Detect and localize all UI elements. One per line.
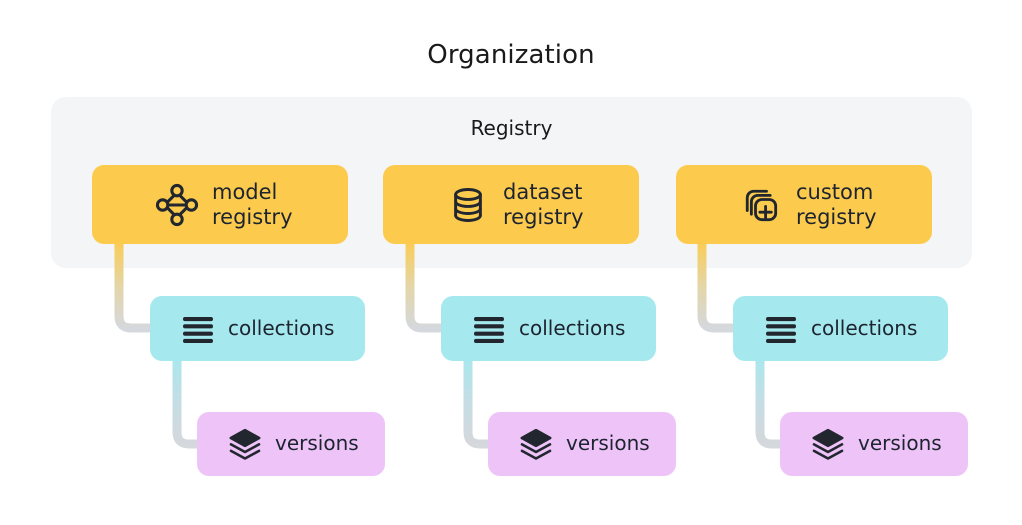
list-lines-icon (764, 312, 798, 346)
layers-stack-icon (519, 427, 553, 461)
card-versions-1[interactable]: versions (197, 412, 385, 476)
card-versions-2[interactable]: versions (488, 412, 676, 476)
card-dataset-registry[interactable]: dataset registry (383, 165, 639, 244)
card-label: collections (519, 315, 626, 340)
card-custom-registry[interactable]: custom registry (676, 165, 932, 244)
card-label: versions (858, 431, 942, 456)
card-collections-1[interactable]: collections (150, 296, 365, 361)
page-title: Organization (427, 40, 595, 70)
layers-stack-icon (228, 427, 262, 461)
card-label: versions (275, 431, 359, 456)
card-label: model registry (212, 179, 293, 229)
layers-stack-icon (811, 427, 845, 461)
card-versions-3[interactable]: versions (780, 412, 968, 476)
database-cylinder-icon (445, 182, 491, 228)
card-label: dataset registry (503, 179, 584, 229)
card-collections-3[interactable]: collections (733, 296, 948, 361)
card-label: versions (566, 431, 650, 456)
node-graph-icon (154, 182, 200, 228)
registry-panel-title: Registry (470, 116, 553, 140)
list-lines-icon (472, 312, 506, 346)
list-lines-icon (181, 312, 215, 346)
card-label: custom registry (796, 179, 877, 229)
card-collections-2[interactable]: collections (441, 296, 656, 361)
card-label: collections (811, 315, 918, 340)
stacked-squares-plus-icon (738, 182, 784, 228)
card-label: collections (228, 315, 335, 340)
card-model-registry[interactable]: model registry (92, 165, 348, 244)
